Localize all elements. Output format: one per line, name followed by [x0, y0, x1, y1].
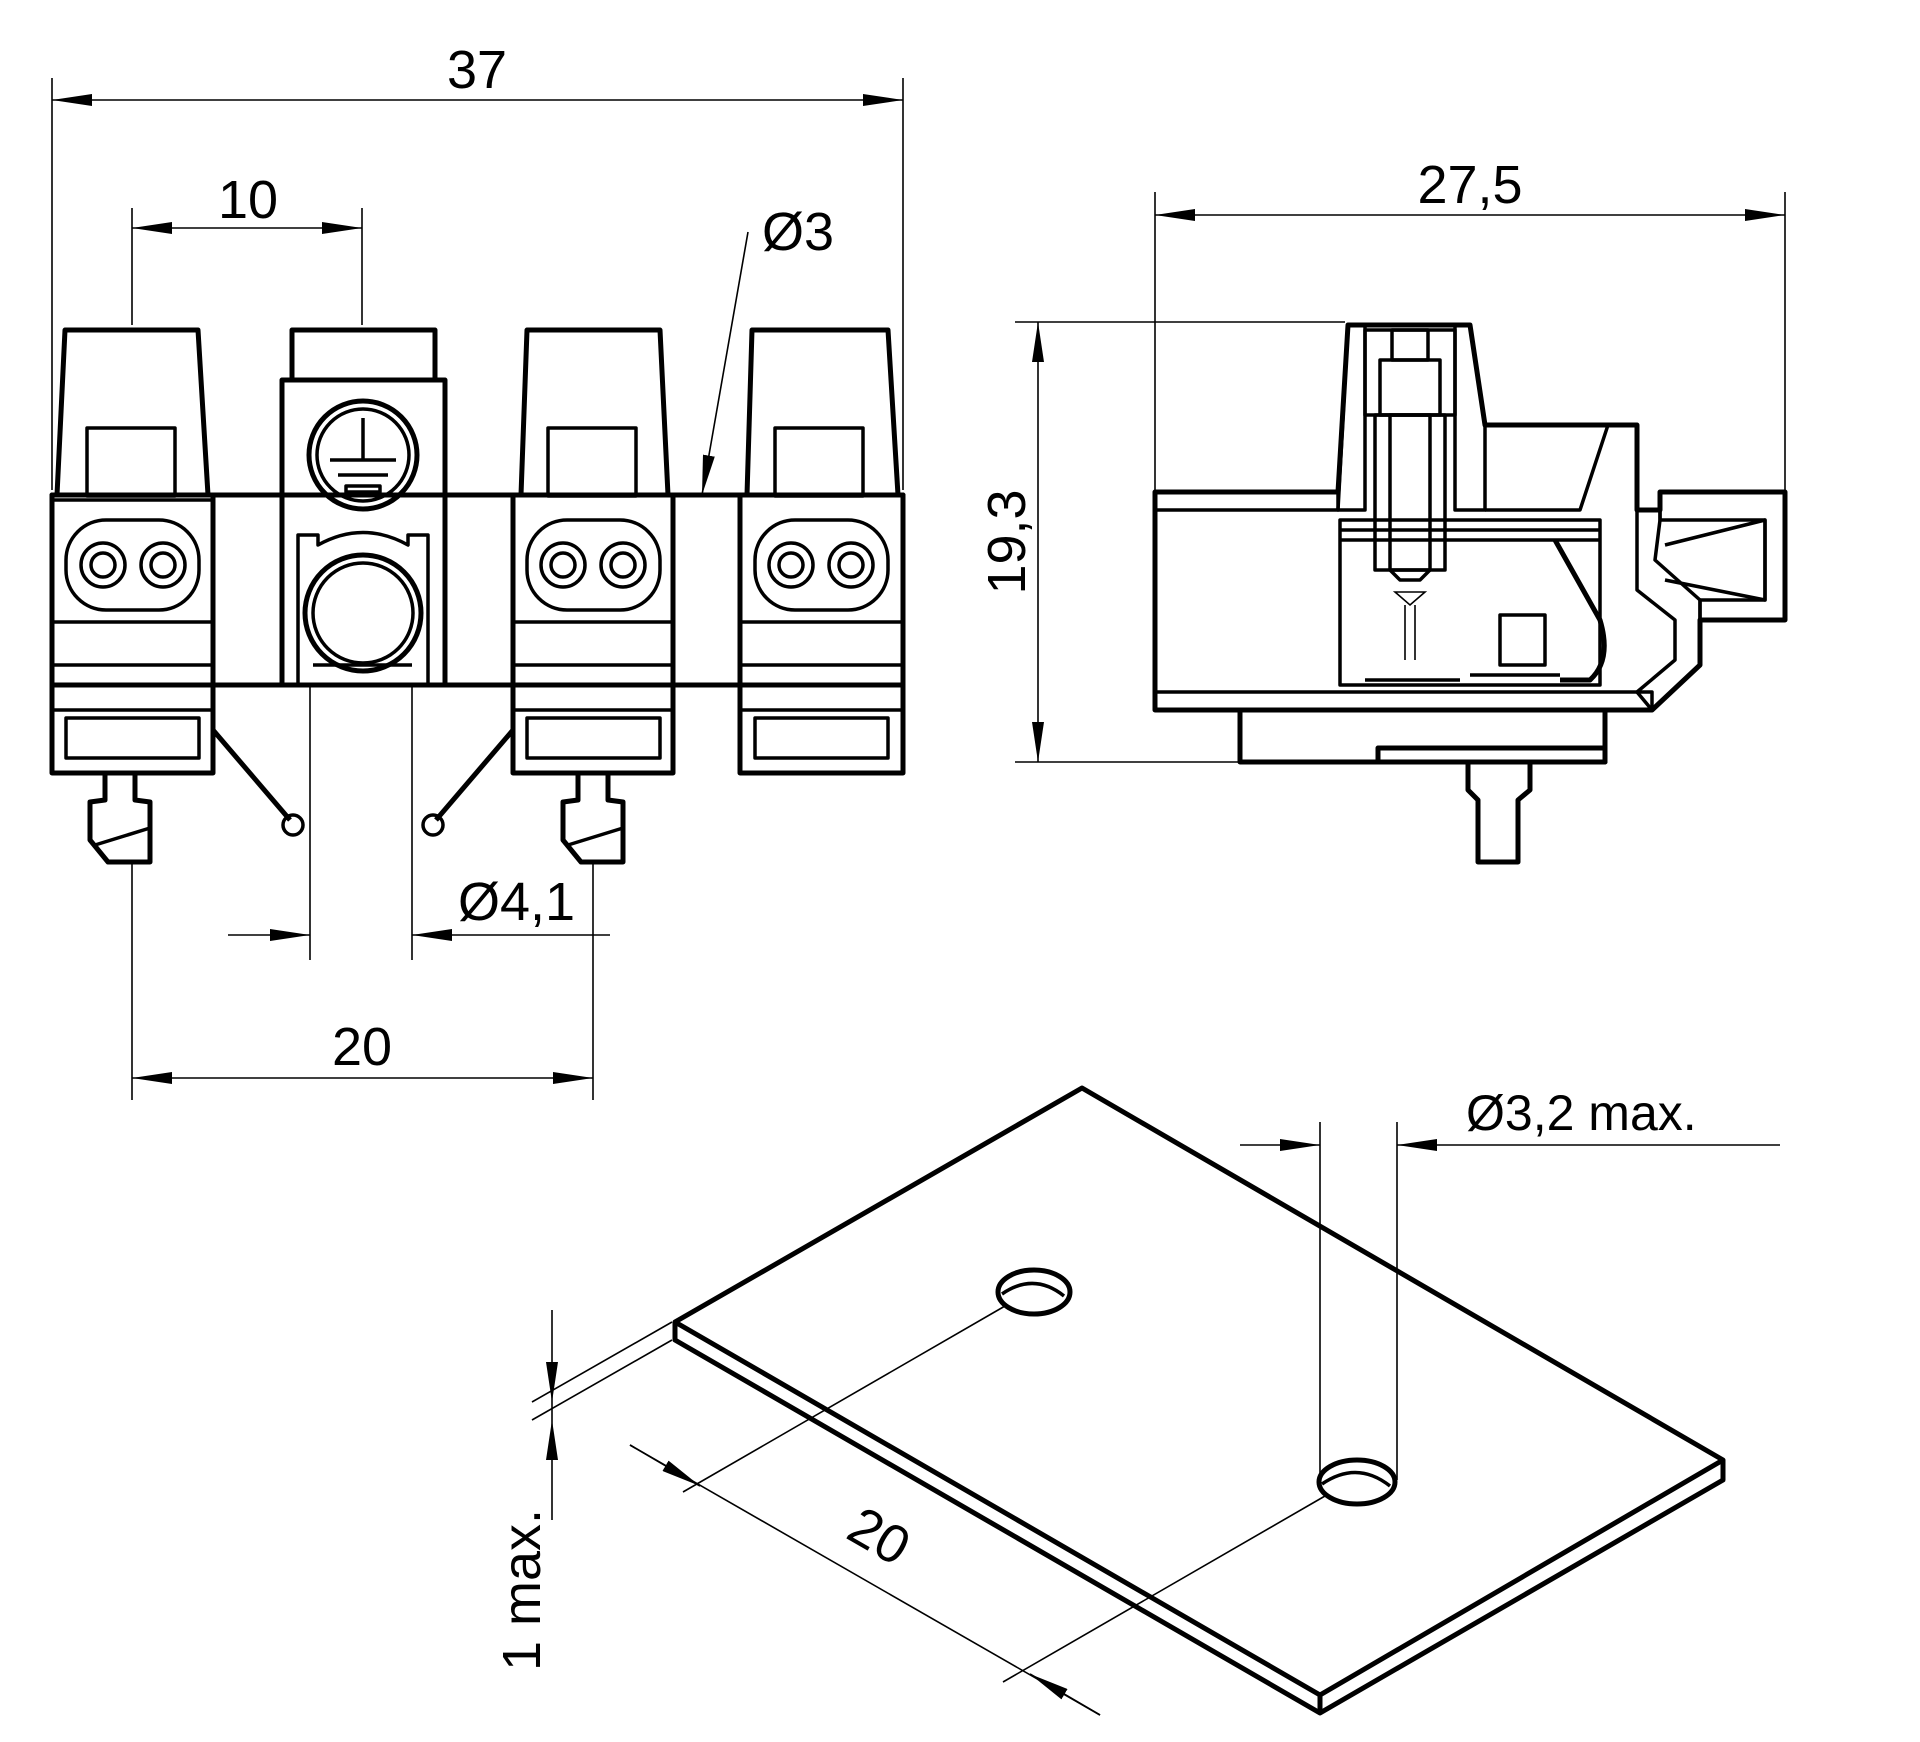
mounting-plate: Ø3,2 max. 20 1 max.: [492, 1085, 1780, 1716]
dimension-pitch-10: 10: [131, 170, 363, 325]
protective-earth-icon: [330, 418, 396, 494]
dim-20-plate-label: 20: [838, 1495, 920, 1577]
earth-contacts: [211, 728, 515, 837]
terminal-1: [49, 327, 216, 865]
dim-d41-label: Ø4,1: [458, 872, 575, 932]
front-view: 37 10 Ø3: [49, 40, 906, 1100]
dim-20-front-label: 20: [332, 1017, 392, 1077]
terminal-2-earth: [279, 327, 448, 688]
dimension-screw-4-1: Ø4,1: [228, 685, 610, 960]
side-view: 27,5 19,3: [977, 155, 1788, 865]
terminal-3: [510, 327, 676, 865]
dim-1max-label: 1 max.: [492, 1509, 552, 1671]
mounting-hole-1: [995, 1267, 1073, 1317]
dim-193-label: 19,3: [977, 489, 1037, 594]
dimension-plate-thickness: 1 max.: [492, 1310, 673, 1671]
dimension-pins-20: 20: [131, 862, 594, 1100]
dim-275-label: 27,5: [1417, 155, 1522, 215]
dim-d3-label: Ø3: [762, 202, 834, 262]
dimension-hole-3: Ø3: [701, 202, 834, 496]
dimension-height-19-3: 19,3: [977, 321, 1345, 763]
dim-37-label: 37: [447, 40, 507, 100]
dimension-width-37: 37: [51, 40, 904, 490]
dim-10-label: 10: [218, 170, 278, 230]
dimension-plate-hole-3-2: Ø3,2 max.: [1240, 1085, 1780, 1480]
mounting-hole-2: [1316, 1457, 1398, 1507]
dim-d32-label: Ø3,2 max.: [1466, 1085, 1697, 1141]
dimension-depth-27-5: 27,5: [1154, 155, 1786, 495]
terminal-4: [737, 327, 906, 776]
